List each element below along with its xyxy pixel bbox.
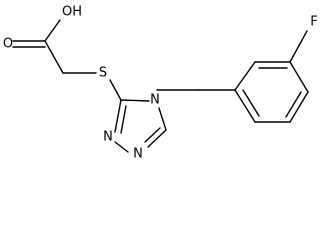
bond-carboxyl-ch2 [44, 40, 64, 74]
hydroxyl-label: OH [62, 5, 82, 20]
bond-ar-c4-c5-inner [285, 91, 302, 118]
bond-c5-n1-double-a [147, 129, 167, 148]
bond-n1-n2 [114, 141, 129, 153]
bond-n4-c5 [158, 107, 167, 131]
bond-c3-n4 [120, 99, 150, 102]
structure-diagram: OH O S N N N F [3, 5, 318, 162]
bond-ar-c6-c1 [234, 89, 256, 123]
bond-n2-c3-double-b [120, 105, 127, 134]
bond-ar-c3-c4 [289, 61, 309, 93]
fluorine-label: F [310, 15, 317, 30]
atom-labels: OH O S N N N F [3, 5, 318, 162]
carbonyl-oxygen-label: O [3, 37, 13, 52]
bond-ar-c6-c1-inner [242, 89, 260, 117]
bond-ar-c4-c5 [289, 91, 309, 123]
triazole-n4-label: N [150, 93, 160, 108]
bond-n2-c3-double-a [114, 99, 122, 133]
triazole-n2-label: N [103, 130, 113, 145]
bond-c-f [289, 30, 308, 63]
bond-oh-c [44, 19, 61, 42]
sulfur-label: S [99, 66, 107, 81]
bond-s-c3 [109, 79, 122, 101]
bonds [12, 19, 309, 153]
bond-c5-n1-double-b [144, 127, 161, 143]
bond-ar-c1-c2 [234, 61, 256, 91]
triazole-n1-label: N [133, 147, 143, 162]
